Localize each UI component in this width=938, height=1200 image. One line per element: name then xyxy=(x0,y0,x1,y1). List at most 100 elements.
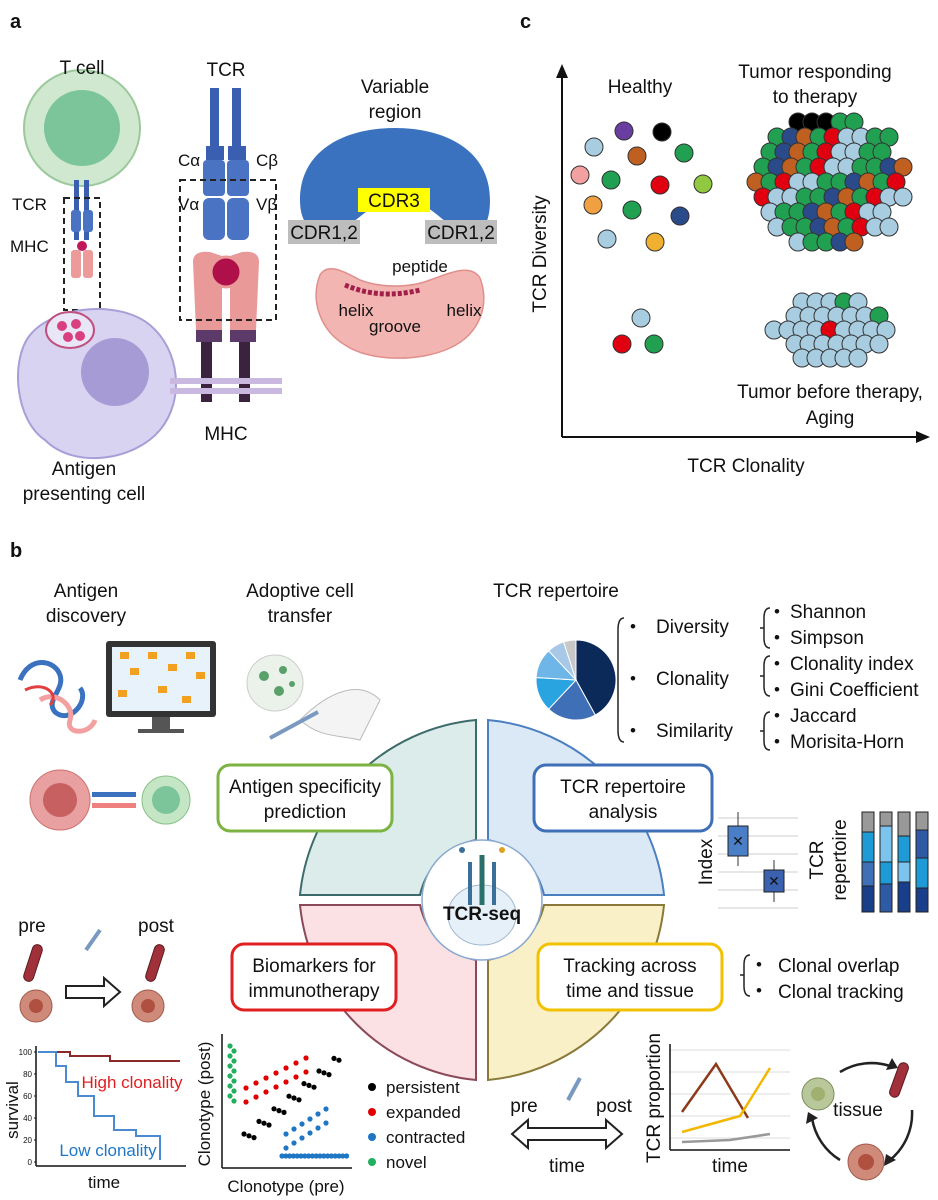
scatter-point-green xyxy=(231,1098,237,1104)
metric-simpson: Simpson xyxy=(790,628,864,649)
scatter-point-blue xyxy=(290,1153,296,1159)
clonotype-legend xyxy=(368,1083,376,1166)
scatter-point-red xyxy=(253,1094,259,1100)
groove-label: groove xyxy=(369,317,421,336)
repertoire-bar-segment xyxy=(861,831,875,863)
tcr-diversity-axis-label: TCR Diversity xyxy=(530,195,551,313)
clone-line-yellow xyxy=(681,1067,772,1134)
pre2-label: pre xyxy=(510,1096,537,1117)
scatter-point-green xyxy=(227,1063,233,1069)
low-clonality-curve xyxy=(38,1051,161,1160)
scatter-point-black xyxy=(246,1133,252,1139)
scatter-point-red xyxy=(263,1075,269,1081)
scatter-point-blue xyxy=(291,1126,297,1132)
cdr12-left-label: CDR1,2 xyxy=(290,223,358,244)
scatter-point-green xyxy=(227,1093,233,1099)
clonal-tracking-label: Clonal tracking xyxy=(778,982,904,1003)
survival-tick-label: 80 xyxy=(23,1070,32,1079)
tracking-bracket xyxy=(740,954,751,997)
scatter-point-blue xyxy=(283,1131,289,1137)
c-beta-label: Cβ xyxy=(256,151,278,170)
scatter-point-blue xyxy=(344,1153,350,1159)
biomarkers-box xyxy=(230,942,398,1012)
responding-clone-cluster xyxy=(746,112,913,252)
repertoire-bar-segment xyxy=(861,861,875,887)
scatter-point-red xyxy=(273,1070,279,1076)
metric-shannon: Shannon xyxy=(790,602,866,623)
scatter-point-red xyxy=(273,1084,279,1090)
scatter-point-blue xyxy=(307,1116,313,1122)
scatter-point-black xyxy=(261,1120,267,1126)
aging-clone-cluster xyxy=(764,292,896,368)
act-line1: Adoptive cell xyxy=(246,581,354,602)
pie-slice xyxy=(547,679,596,721)
post2-label: post xyxy=(596,1096,633,1117)
pre-label: pre xyxy=(18,916,45,937)
responding-clone-dot xyxy=(879,217,899,237)
scatter-point-blue xyxy=(340,1153,346,1159)
tcr-repertoire-axis-line2: repertoire xyxy=(830,819,851,900)
scatter-point-blue xyxy=(294,1153,300,1159)
scatter-point-black xyxy=(291,1095,297,1101)
antigen-discovery-line2: discovery xyxy=(46,606,127,627)
responding-label-line2: to therapy xyxy=(773,87,858,108)
variable-region-label-line2: region xyxy=(369,102,422,123)
legend-expanded-marker xyxy=(368,1108,376,1116)
tcr-proportion-lines xyxy=(680,1061,772,1144)
bullet-simpson: • xyxy=(774,628,780,647)
clonotype-scatter-points xyxy=(227,1043,350,1159)
repertoire-pie-chart xyxy=(535,639,617,721)
adoptive-transfer-icon xyxy=(246,654,381,741)
tcr-repertoire-axis-line1: TCR xyxy=(807,840,828,879)
scatter-point-green xyxy=(231,1078,237,1084)
survival-tick-label: 60 xyxy=(23,1092,32,1101)
variable-region-label-line1: Variable xyxy=(361,77,429,98)
scatter-point-red xyxy=(283,1065,289,1071)
scatter-point-green xyxy=(227,1053,233,1059)
panel-c-axes xyxy=(556,64,930,443)
tcr-mhc-structure xyxy=(170,88,282,402)
scatter-point-green xyxy=(227,1083,233,1089)
survival-time-label: time xyxy=(88,1173,120,1192)
scatter-point-blue xyxy=(306,1153,312,1159)
t-cell-illustration xyxy=(17,69,177,460)
scatter-point-blue xyxy=(313,1153,319,1159)
survival-tick-label: 0 xyxy=(28,1158,33,1167)
scatter-point-blue xyxy=(307,1130,313,1136)
low-clonality-label: Low clonality xyxy=(59,1141,157,1160)
time2-label: time xyxy=(549,1156,585,1177)
biomarkers-line1: Biomarkers for xyxy=(252,956,376,977)
scatter-point-red xyxy=(243,1085,249,1091)
bullet-jaccard: • xyxy=(774,706,780,725)
scatter-point-black xyxy=(331,1055,337,1061)
legend-novel: novel xyxy=(386,1153,427,1172)
scatter-point-black xyxy=(281,1109,287,1115)
scatter-point-black xyxy=(326,1072,332,1078)
scatter-point-black xyxy=(251,1135,257,1141)
aging-clone-dot xyxy=(869,334,889,354)
cdr12-right-label: CDR1,2 xyxy=(427,223,495,244)
scatter-point-blue xyxy=(321,1153,327,1159)
healthy-clone-cluster xyxy=(570,121,713,252)
scatter-point-green xyxy=(227,1073,233,1079)
repertoire-bar-segment xyxy=(861,885,875,913)
survival-tick-label: 40 xyxy=(23,1114,32,1123)
clonotype-scatter-axes xyxy=(221,1034,352,1169)
repertoire-bar-segment xyxy=(915,811,929,831)
computer-monitor-icon xyxy=(106,641,216,733)
legend-contracted-marker xyxy=(368,1133,376,1141)
metric-gini: Gini Coefficient xyxy=(790,680,919,701)
scatter-point-blue xyxy=(317,1153,323,1159)
repertoire-bar-segment xyxy=(879,825,893,863)
scatter-point-black xyxy=(316,1068,322,1074)
scatter-point-red xyxy=(253,1080,259,1086)
repertoire-bar-segment xyxy=(915,887,929,913)
survival-tick-label: 20 xyxy=(23,1136,32,1145)
repertoire-bar-segment xyxy=(915,857,929,889)
helix-right-label: helix xyxy=(447,301,482,320)
scatter-point-blue xyxy=(325,1153,331,1159)
pre-post-double-arrow xyxy=(510,1077,624,1151)
before-therapy-label-line2: Aging xyxy=(806,408,855,429)
repertoire-bar-segment xyxy=(897,811,911,837)
